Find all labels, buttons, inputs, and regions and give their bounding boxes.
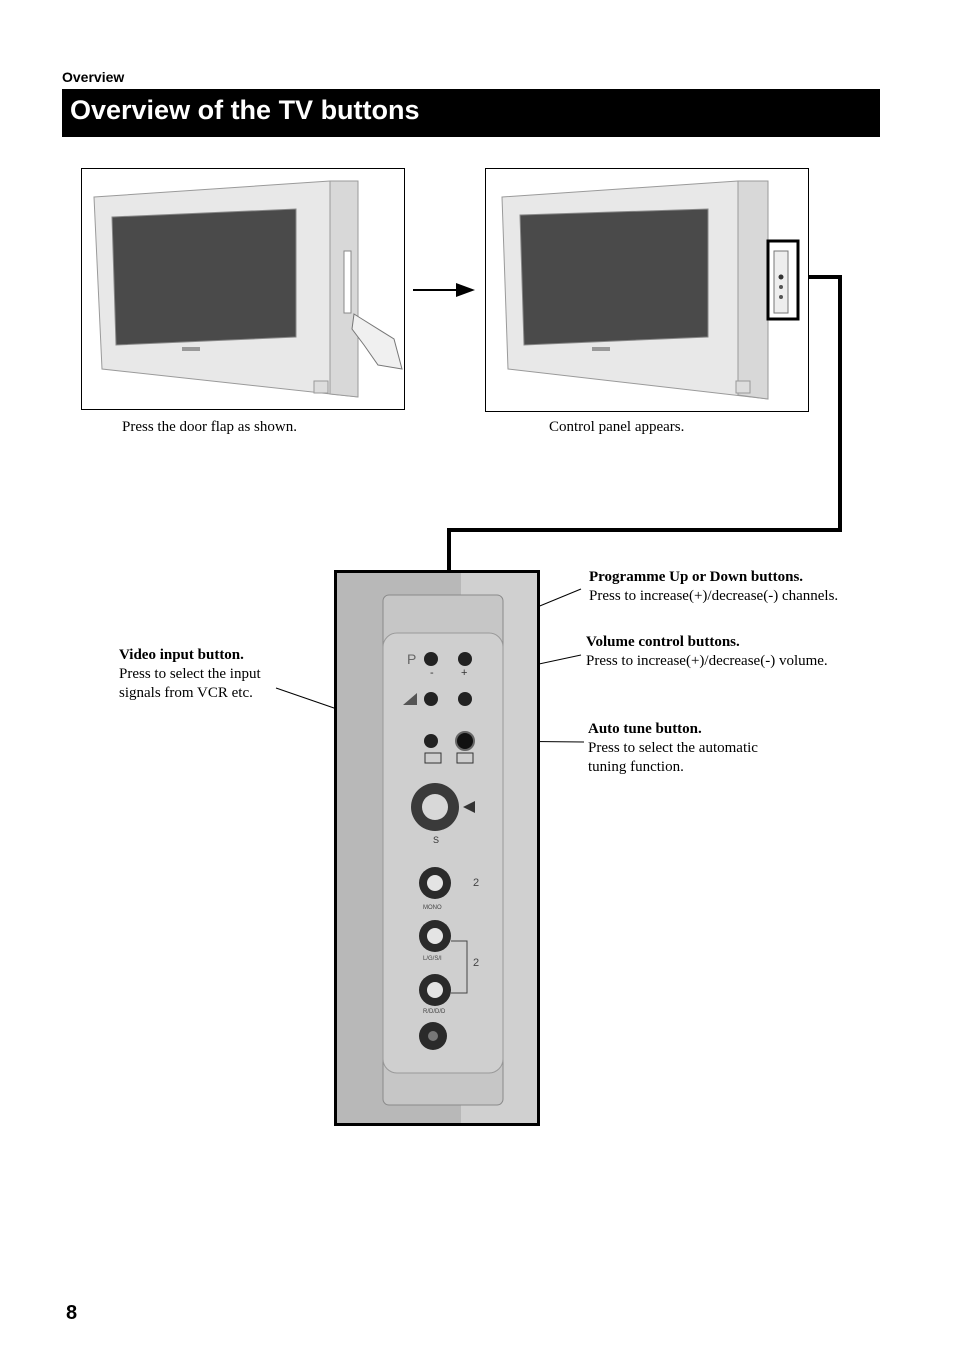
tv-photo-door-closed <box>81 168 405 410</box>
tv-illustration-closed <box>93 180 403 398</box>
mono-label: MONO <box>423 905 442 911</box>
callout-video-line2: signals from VCR etc. <box>119 685 253 701</box>
page-number: 8 <box>66 1302 78 1324</box>
input-2-audio-label: 2 <box>473 957 480 969</box>
title-bar: Overview of the TV buttons <box>62 89 880 137</box>
s-video-label: S <box>433 835 440 845</box>
callout-autotune-line2: tuning function. <box>588 759 684 775</box>
programme-minus-label: - <box>430 667 434 679</box>
caption-door-flap: Press the door flap as shown. <box>122 419 297 435</box>
input-2-label: 2 <box>473 877 480 889</box>
callout-video-title: Video input button. <box>119 647 244 663</box>
tv-illustration-open <box>501 180 800 400</box>
callout-volume: Volume control buttons. Press to increas… <box>586 633 828 671</box>
callout-autotune-title: Auto tune button. <box>588 721 702 737</box>
left-audio-label: L/G/S/I <box>423 956 442 962</box>
tv-photo-panel-open <box>485 168 809 412</box>
callout-autotune: Auto tune button. Press to select the au… <box>588 720 758 777</box>
programme-plus-label: + <box>461 667 468 679</box>
page-title: Overview of the TV buttons <box>70 95 420 125</box>
section-label: Overview <box>62 69 125 85</box>
callout-volume-body: Press to increase(+)/decrease(-) volume. <box>586 653 828 669</box>
control-panel-closeup: P - + S 2 MONO L/G/S/I 2 R/D/D/D <box>334 570 540 1126</box>
callout-video-line1: Press to select the input <box>119 666 261 682</box>
caption-panel-appears: Control panel appears. <box>549 419 685 435</box>
volume-ramp-icon <box>403 693 417 705</box>
control-panel-highlight <box>766 239 800 321</box>
programme-p-label: P <box>407 651 417 667</box>
right-audio-label: R/D/D/D <box>423 1009 446 1015</box>
callout-programme-body: Press to increase(+)/decrease(-) channel… <box>589 588 839 604</box>
callout-volume-title: Volume control buttons. <box>586 634 740 650</box>
callout-autotune-line1: Press to select the automatic <box>588 740 758 756</box>
callout-programme-title: Programme Up or Down buttons. <box>589 569 804 585</box>
callout-video-input: Video input button. Press to select the … <box>119 646 261 703</box>
control-panel-illustration <box>337 573 537 1123</box>
callout-programme: Programme Up or Down buttons. Press to i… <box>589 568 838 606</box>
